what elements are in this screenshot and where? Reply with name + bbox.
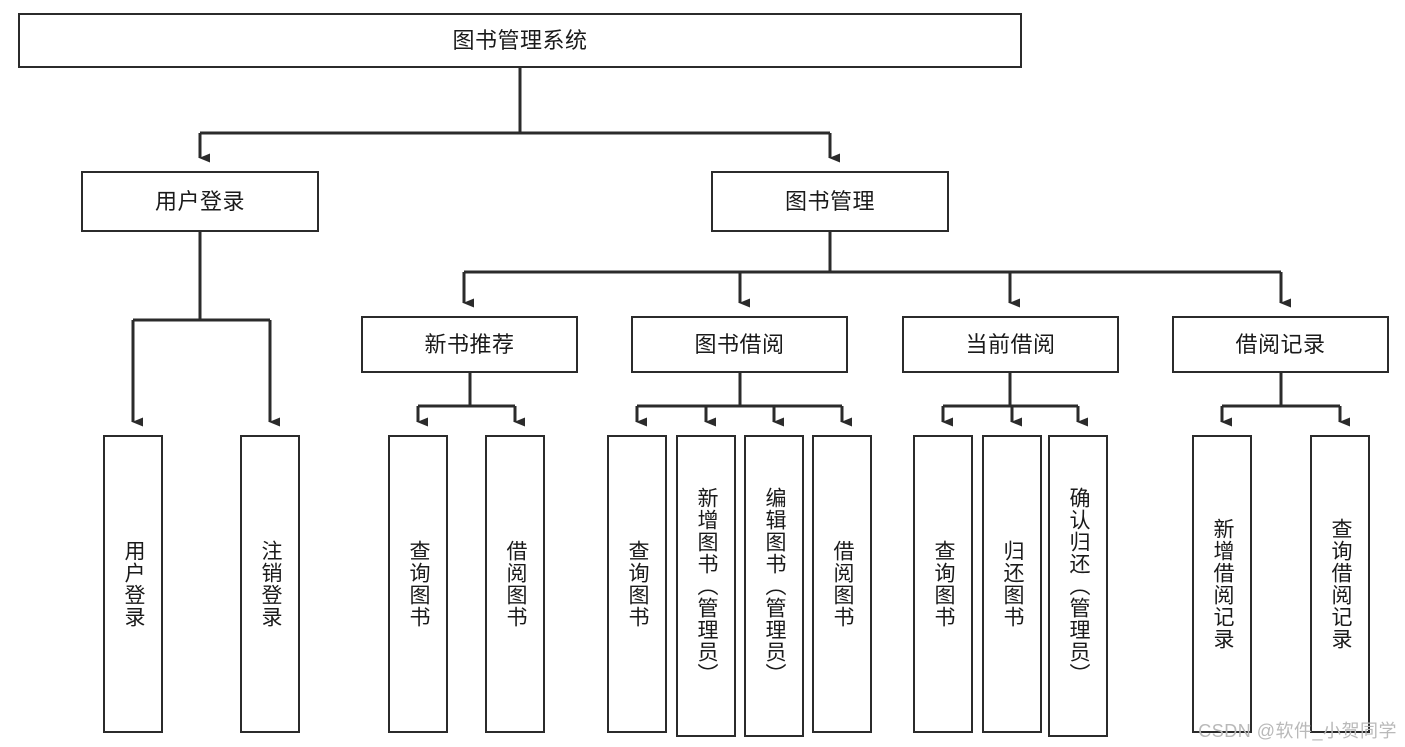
- leaf-edit-book-admin[interactable]: 编辑图书（管理员）: [744, 435, 804, 737]
- node-label: 图书借阅: [694, 331, 785, 357]
- node-label: 查询图书: [407, 540, 431, 628]
- leaf-query-borrow-record[interactable]: 查询借阅记录: [1310, 435, 1370, 733]
- node-book-management[interactable]: 图书管理: [711, 171, 949, 232]
- node-label: 查询图书: [626, 540, 650, 628]
- node-user-login[interactable]: 用户登录: [81, 171, 319, 232]
- leaf-logout[interactable]: 注销登录: [240, 435, 300, 733]
- node-book-borrow[interactable]: 图书借阅: [631, 316, 848, 373]
- node-label: 借阅图书: [831, 540, 855, 628]
- leaf-add-borrow-record[interactable]: 新增借阅记录: [1192, 435, 1252, 733]
- leaf-user-login[interactable]: 用户登录: [103, 435, 163, 733]
- node-label: 查询图书: [932, 540, 956, 628]
- node-label: 新增图书（管理员）: [695, 487, 719, 685]
- leaf-return-book[interactable]: 归还图书: [982, 435, 1042, 733]
- leaf-query-book-3[interactable]: 查询图书: [913, 435, 973, 733]
- leaf-confirm-return-admin[interactable]: 确认归还（管理员）: [1048, 435, 1108, 737]
- leaf-query-book-1[interactable]: 查询图书: [388, 435, 448, 733]
- leaf-borrow-book-1[interactable]: 借阅图书: [485, 435, 545, 733]
- node-current-borrow[interactable]: 当前借阅: [902, 316, 1119, 373]
- node-new-book-recommend[interactable]: 新书推荐: [361, 316, 578, 373]
- node-label: 新增借阅记录: [1211, 518, 1235, 650]
- node-label: 确认归还（管理员）: [1067, 487, 1091, 685]
- node-label: 图书管理系统: [452, 27, 588, 53]
- node-borrow-record[interactable]: 借阅记录: [1172, 316, 1389, 373]
- node-label: 归还图书: [1001, 540, 1025, 628]
- leaf-add-book-admin[interactable]: 新增图书（管理员）: [676, 435, 736, 737]
- node-label: 当前借阅: [965, 331, 1056, 357]
- node-label: 图书管理: [784, 188, 875, 214]
- node-label: 查询借阅记录: [1329, 518, 1353, 650]
- node-root-library-system[interactable]: 图书管理系统: [18, 13, 1022, 68]
- node-label: 借阅图书: [504, 540, 528, 628]
- watermark: CSDN @软件_小贺同学: [1198, 721, 1397, 741]
- leaf-query-book-2[interactable]: 查询图书: [607, 435, 667, 733]
- leaf-borrow-book-2[interactable]: 借阅图书: [812, 435, 872, 733]
- node-label: 用户登录: [154, 188, 245, 214]
- node-label: 新书推荐: [424, 331, 515, 357]
- node-label: 用户登录: [122, 540, 146, 628]
- node-label: 编辑图书（管理员）: [763, 487, 787, 685]
- node-label: 注销登录: [259, 540, 283, 628]
- node-label: 借阅记录: [1235, 331, 1326, 357]
